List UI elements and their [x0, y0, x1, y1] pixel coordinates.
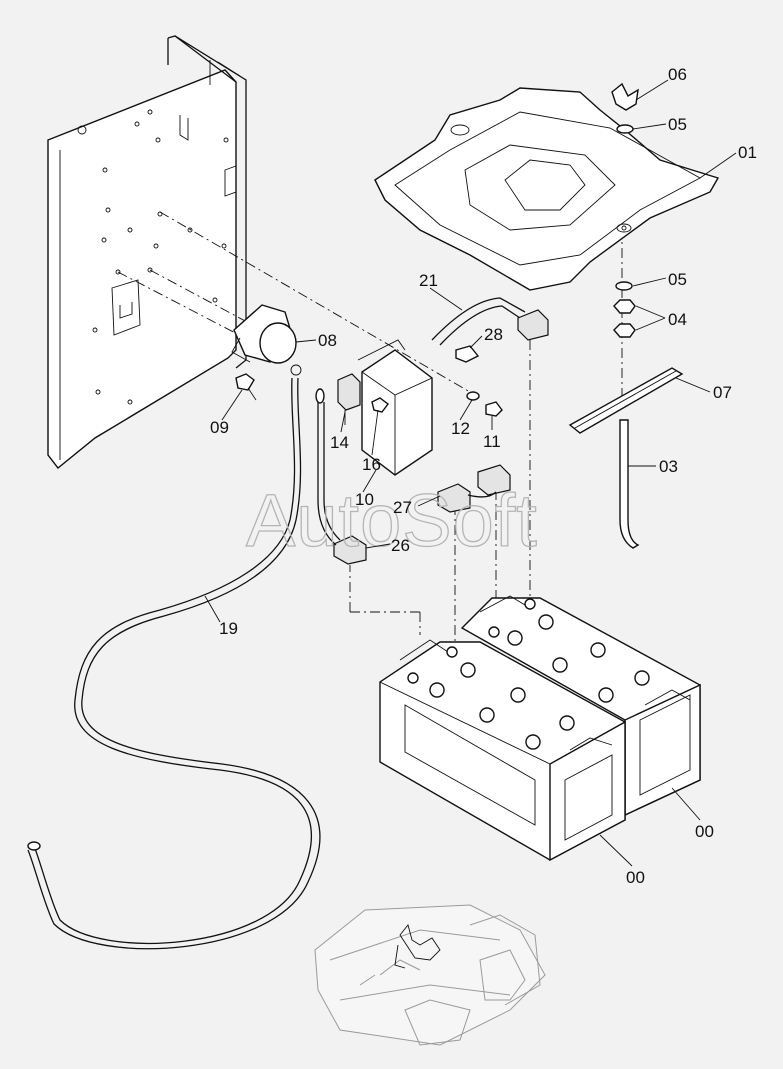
callout-07: 07	[713, 383, 732, 402]
watermark: AutoSoft	[246, 479, 538, 562]
callout-08: 08	[318, 331, 337, 350]
callout-01: 01	[738, 143, 757, 162]
callout-26: 26	[391, 536, 410, 555]
callout-05-bottom: 05	[668, 270, 687, 289]
fuse-box-group	[337, 339, 503, 476]
battery-cover	[374, 87, 720, 291]
callout-19: 19	[219, 619, 238, 638]
callout-09: 09	[210, 418, 229, 437]
nut-04-b	[613, 323, 636, 338]
washer-05-bottom	[615, 281, 633, 291]
cables-26-27	[333, 464, 511, 565]
hardware-stack	[611, 82, 639, 338]
callout-28: 28	[484, 325, 503, 344]
callout-03: 03	[659, 457, 678, 476]
callout-10: 10	[355, 490, 374, 509]
callout-12: 12	[451, 419, 470, 438]
callout-14: 14	[330, 433, 349, 452]
hold-down-parts	[568, 367, 684, 549]
leader-lines	[204, 79, 737, 867]
cable-21	[431, 297, 549, 363]
battery-posts	[407, 598, 650, 750]
callout-00-front: 00	[626, 868, 645, 887]
callout-labels: 06 05 01 05 04 07 03 21 28 08 09 14 16 1…	[210, 65, 757, 887]
callout-16: 16	[362, 455, 381, 474]
hold-down-bar-07	[568, 367, 684, 434]
mounting-panel	[47, 35, 247, 469]
washer-05-top	[616, 124, 634, 134]
callout-00-rear: 00	[695, 822, 714, 841]
ground-cable-19	[27, 377, 341, 950]
nut-04-a	[613, 299, 636, 314]
rod-03	[619, 419, 640, 549]
batteries	[379, 595, 701, 862]
battery-relay	[231, 304, 302, 401]
callout-05-top: 05	[668, 115, 687, 134]
callout-04: 04	[668, 310, 687, 329]
callout-06: 06	[668, 65, 687, 84]
wing-nut-06	[611, 82, 639, 111]
machine-inset	[314, 904, 546, 1046]
callout-11: 11	[483, 432, 501, 451]
callout-21: 21	[419, 271, 438, 290]
callout-27: 27	[393, 498, 412, 517]
